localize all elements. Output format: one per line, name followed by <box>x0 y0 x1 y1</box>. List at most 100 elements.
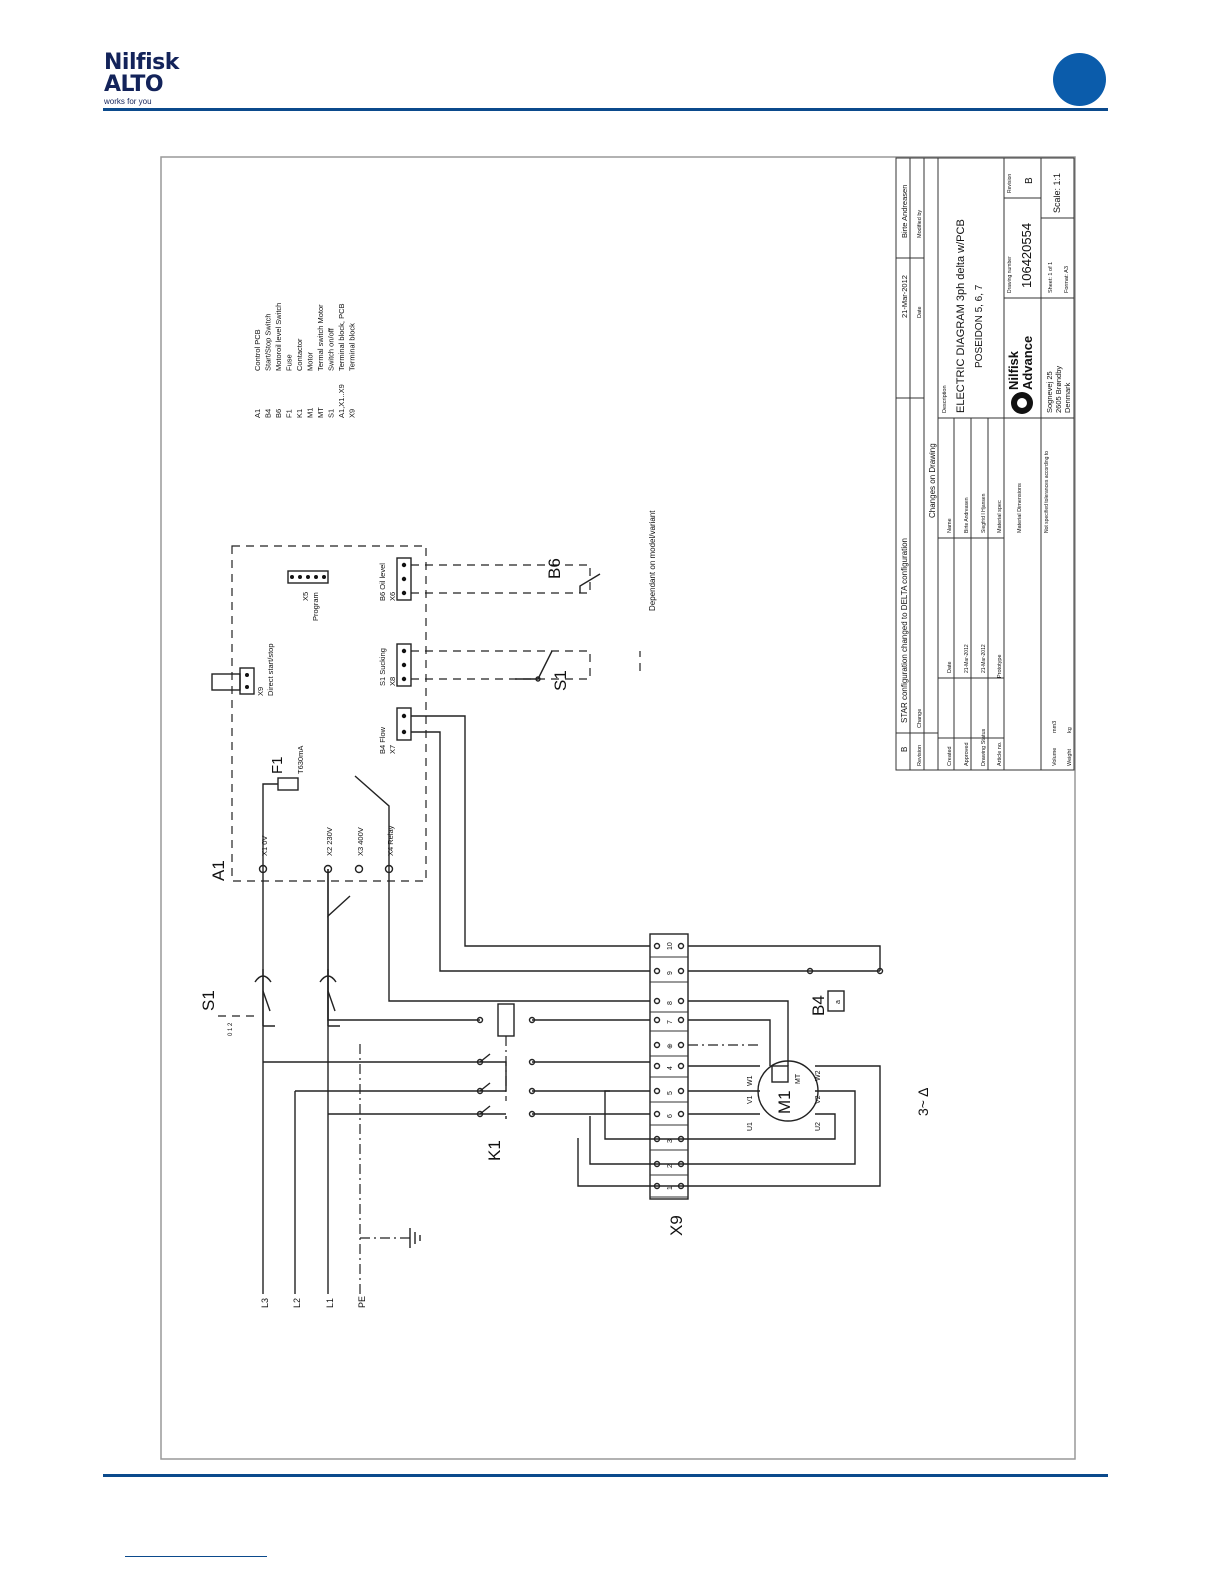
svg-text:W1: W1 <box>747 1075 754 1086</box>
x9-terminal-screw <box>677 967 685 975</box>
svg-text:Sognevej 25: Sognevej 25 <box>1045 371 1054 413</box>
tb-scale: Scale: 1:1 <box>1052 173 1062 213</box>
legend-desc: Start/Stop Switch <box>264 313 273 371</box>
x9-terminal-screw <box>653 967 661 975</box>
line-pe: PE <box>357 1296 367 1308</box>
brand-name-line1: Nilfisk <box>104 50 179 75</box>
svg-text:Approved: Approved <box>964 742 970 766</box>
line-l3: L3 <box>260 1298 270 1308</box>
legend-desc: Switch on/off <box>327 327 336 371</box>
x9-label: X9 <box>667 1215 686 1236</box>
x9-terminal-screw <box>677 1062 685 1070</box>
svg-text:kg: kg <box>1067 727 1073 733</box>
svg-text:Weight: Weight <box>1067 749 1073 766</box>
x9-terminal-screw <box>677 1087 685 1095</box>
a1-x1: X1 0V <box>260 836 269 856</box>
legend-code: X9 <box>348 409 357 418</box>
b4-contact: a <box>835 1000 842 1004</box>
f1-rating: T630mA <box>296 746 305 774</box>
svg-text:Sheet: 1 of 1: Sheet: 1 of 1 <box>1048 262 1054 293</box>
brand-name-line2: ALTO <box>104 72 164 97</box>
svg-text:V2: V2 <box>815 1095 822 1104</box>
svg-text:21-Mar-2012: 21-Mar-2012 <box>981 644 987 673</box>
x9-terminal-screw <box>653 942 661 950</box>
x9-terminal-screw <box>653 1041 661 1049</box>
footer-underline <box>125 1556 267 1557</box>
legend-note: Dependant on model/variant <box>648 510 657 611</box>
svg-text:Name: Name <box>947 518 953 533</box>
tb-company2: Advance <box>1020 336 1035 390</box>
legend-desc: Fuse <box>285 354 294 371</box>
x9-terminal-screw <box>653 1016 661 1024</box>
b4flow-label: B4 Flow <box>378 726 387 754</box>
a1-label: A1 <box>209 860 228 881</box>
svg-text:Created: Created <box>947 746 953 766</box>
legend-desc: Motor <box>306 351 315 371</box>
x9-terminal-screw <box>653 1062 661 1070</box>
line-l1: L1 <box>325 1298 335 1308</box>
b6oil-conn: X6 <box>388 592 397 601</box>
svg-text:Birte Andreasen: Birte Andreasen <box>964 497 970 533</box>
svg-text:Revision: Revision <box>1007 174 1013 193</box>
s1sucking-conn: X8 <box>388 677 397 686</box>
delta-label: 3~ Δ <box>915 1088 931 1116</box>
b4-label: B4 <box>809 995 828 1016</box>
b4flow-conn: X7 <box>388 745 397 754</box>
drawing-frame <box>160 156 1076 1460</box>
legend-code: S1 <box>327 409 336 418</box>
svg-text:Drawing number: Drawing number <box>1007 256 1013 293</box>
s1-positions: 0 1 2 <box>228 1022 234 1036</box>
tb-description: ELECTRIC DIAGRAM 3ph delta w/PCB <box>955 219 967 413</box>
legend-code: A1,X1..X9 <box>337 384 346 418</box>
svg-text:Material Dimensions: Material Dimensions <box>1017 483 1023 533</box>
legend-code: F1 <box>285 409 294 418</box>
legend-code: A1 <box>253 409 262 418</box>
electric-diagram: B STAR configuration changed to DELTA co… <box>160 156 1076 1460</box>
svg-text:Not specified tolerances accor: Not specified tolerances according to <box>1044 451 1050 533</box>
brand-logo: Nilfisk ALTO works for you <box>104 52 214 108</box>
x9-terminal-number: 4 <box>667 1066 674 1070</box>
tb-company1: Nilfisk <box>1006 350 1021 390</box>
b4-switch <box>827 990 845 1012</box>
legend-code: K1 <box>295 409 304 418</box>
svg-text:W2: W2 <box>815 1070 822 1081</box>
svg-text:U2: U2 <box>815 1122 822 1131</box>
x9-terminal-number: 8 <box>667 1001 674 1005</box>
diagram-canvas: B STAR configuration changed to DELTA co… <box>160 156 1076 1460</box>
svg-text:Date: Date <box>947 661 953 673</box>
x9-terminal-screw <box>677 997 685 1005</box>
legend-desc: Terminal block <box>348 323 357 371</box>
f1-label: F1 <box>269 756 286 774</box>
svg-text:2605 Brøndby: 2605 Brøndby <box>1054 366 1063 413</box>
s1-ext-label: S1 <box>551 670 570 691</box>
tb-modified-header: Modified by <box>917 210 923 238</box>
motor-m1 <box>757 1060 819 1122</box>
a1-x4: X4 Relay <box>386 825 395 856</box>
svg-text:Format: A3: Format: A3 <box>1064 266 1070 293</box>
header-rule <box>103 108 1108 111</box>
fuse-f1 <box>277 777 299 791</box>
tb-rev-letter: B <box>900 747 909 752</box>
tb-revision: B <box>1024 177 1035 184</box>
footer-rule <box>103 1474 1108 1477</box>
x9-terminal-number: 10 <box>667 942 674 950</box>
x9-terminal-screw <box>677 1016 685 1024</box>
a1-x2: X2 230V <box>325 827 334 856</box>
legend-desc: Termal switch Motor <box>316 304 325 371</box>
k1-label: K1 <box>485 1140 504 1161</box>
legend-desc: Contactor <box>295 338 304 371</box>
legend-code: B4 <box>264 409 273 418</box>
svg-text:Drawing Status: Drawing Status <box>981 728 987 766</box>
m1-label: M1 <box>775 1090 794 1114</box>
x9-direct-conn: X9 <box>256 687 265 696</box>
svg-text:U1: U1 <box>747 1122 754 1131</box>
svg-text:Description: Description <box>942 385 948 413</box>
tb-date-header: Date <box>917 306 923 318</box>
program-label: Program <box>311 592 320 621</box>
svg-text:MT: MT <box>795 1073 802 1084</box>
x9-terminal-screw <box>653 1110 661 1118</box>
x9-terminal-screw <box>677 1110 685 1118</box>
svg-text:mm3: mm3 <box>1052 721 1058 733</box>
line-l2: L2 <box>292 1298 302 1308</box>
